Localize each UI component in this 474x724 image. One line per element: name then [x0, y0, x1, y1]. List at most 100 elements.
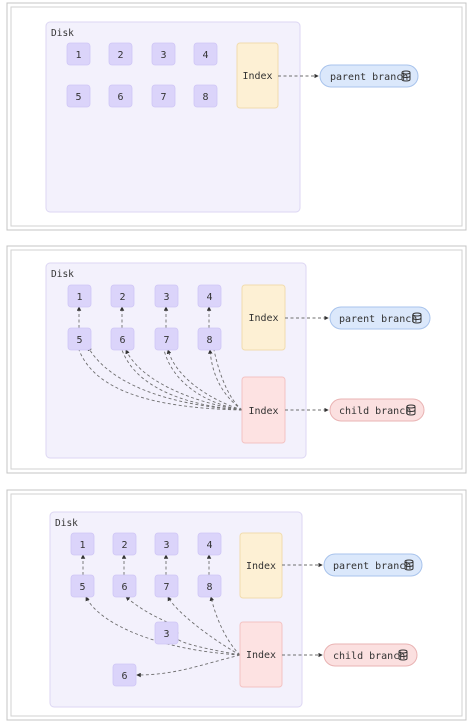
page-pointer-edges: [76, 306, 243, 411]
new-page-3: 3: [154, 621, 179, 645]
child-branch-node: child branch: [323, 643, 418, 667]
page-4: 4: [197, 284, 222, 308]
page-2: 2: [108, 42, 133, 66]
database-icon: [401, 70, 411, 82]
database-icon: [404, 559, 414, 571]
page-label: 3: [160, 50, 166, 61]
page-label: 7: [163, 582, 169, 593]
child-index: Index: [239, 621, 283, 688]
page-label: 2: [119, 292, 125, 303]
disk-label: Disk: [51, 28, 74, 39]
index-label: Index: [242, 71, 272, 82]
disk-label: Disk: [55, 518, 78, 529]
page-1: 1: [66, 42, 91, 66]
page-label: 8: [206, 335, 212, 346]
page-7: 7: [154, 327, 179, 351]
page-8: 8: [197, 574, 222, 598]
page-3: 3: [151, 42, 176, 66]
edge-index-to-5-outer: [78, 349, 243, 411]
edge-index-to-7: [167, 596, 241, 656]
page-5: 5: [70, 574, 95, 598]
panel-inner-frame: [10, 249, 463, 470]
page-6: 6: [108, 84, 133, 108]
page-label: 3: [163, 540, 169, 551]
edge-index-to-8: [209, 596, 241, 656]
index-label: Index: [248, 313, 278, 324]
page-6: 6: [110, 327, 135, 351]
edge-index-to-7: [166, 349, 243, 411]
branch-label: parent branch: [333, 561, 411, 572]
branch-label: parent branch: [330, 72, 408, 83]
page-7: 7: [154, 574, 179, 598]
edge-index-to-8: [208, 349, 243, 411]
page-label: 6: [117, 92, 123, 103]
disk-label: Disk: [51, 269, 74, 280]
branch-label: child branch: [333, 651, 405, 662]
page-label: 5: [75, 92, 81, 103]
parent-branch-node: parent branch: [329, 306, 431, 330]
parent-index: Index: [241, 284, 286, 351]
parent-branch-node: parent branch: [319, 64, 419, 88]
page-label: 3: [163, 292, 169, 303]
panel-2: Disk 1 2 3 4: [6, 245, 467, 474]
panel-inner-frame: [10, 6, 463, 227]
page-1: 1: [70, 532, 95, 556]
edge-index-to-new3: [173, 632, 241, 656]
page-label: 4: [202, 50, 208, 61]
new-page-6: 6: [112, 663, 137, 687]
page-2: 2: [110, 284, 135, 308]
child-index: Index: [241, 376, 286, 444]
page-label: 7: [163, 335, 169, 346]
page-6: 6: [112, 574, 137, 598]
page-label: 1: [75, 50, 81, 61]
index-label: Index: [246, 650, 276, 661]
page-pointer-edges: [80, 554, 241, 678]
edge-index-to-5: [85, 596, 241, 656]
page-label: 6: [121, 671, 127, 682]
panel-inner-frame: [10, 493, 463, 717]
index-label: Index: [248, 406, 278, 417]
disk-region: [49, 511, 303, 708]
panel-3: Disk 1 2 3 4: [6, 489, 467, 721]
page-5: 5: [66, 84, 91, 108]
page-label: 1: [76, 292, 82, 303]
edge-index-to-8-outer: [213, 349, 243, 411]
page-3: 3: [154, 284, 179, 308]
edge-index-to-6-outer: [121, 349, 243, 411]
page-8: 8: [197, 327, 222, 351]
edge-index-to-new6: [136, 654, 241, 678]
page-label: 2: [117, 50, 123, 61]
edge-index-to-6: [125, 349, 243, 411]
parent-index: Index: [239, 532, 283, 599]
edge-index-to-5: [87, 346, 243, 411]
database-icon: [406, 404, 416, 416]
page-5: 5: [67, 327, 92, 351]
page-label: 8: [206, 582, 212, 593]
page-label: 6: [121, 582, 127, 593]
page-3: 3: [154, 532, 179, 556]
parent-index: Index: [236, 42, 279, 109]
page-label: 1: [79, 540, 85, 551]
index-label: Index: [246, 561, 276, 572]
child-branch-node: child branch: [329, 398, 425, 422]
page-label: 2: [121, 540, 127, 551]
page-label: 5: [79, 582, 85, 593]
database-icon: [412, 312, 422, 324]
parent-branch-node: parent branch: [323, 553, 423, 577]
page-label: 3: [163, 629, 169, 640]
page-4: 4: [197, 532, 222, 556]
panel-1: Disk 1 2 3 4 5 6 7 8: [6, 2, 467, 231]
branch-label: child branch: [339, 406, 411, 417]
page-label: 7: [160, 92, 166, 103]
page-2: 2: [112, 532, 137, 556]
page-8: 8: [193, 84, 218, 108]
branch-label: parent branch: [339, 314, 417, 325]
database-icon: [398, 649, 408, 661]
page-label: 8: [202, 92, 208, 103]
edge-new3-to-6: [125, 596, 168, 623]
page-label: 4: [206, 540, 212, 551]
page-label: 4: [206, 292, 212, 303]
page-label: 5: [76, 335, 82, 346]
edge-index-to-7-outer: [163, 349, 243, 411]
